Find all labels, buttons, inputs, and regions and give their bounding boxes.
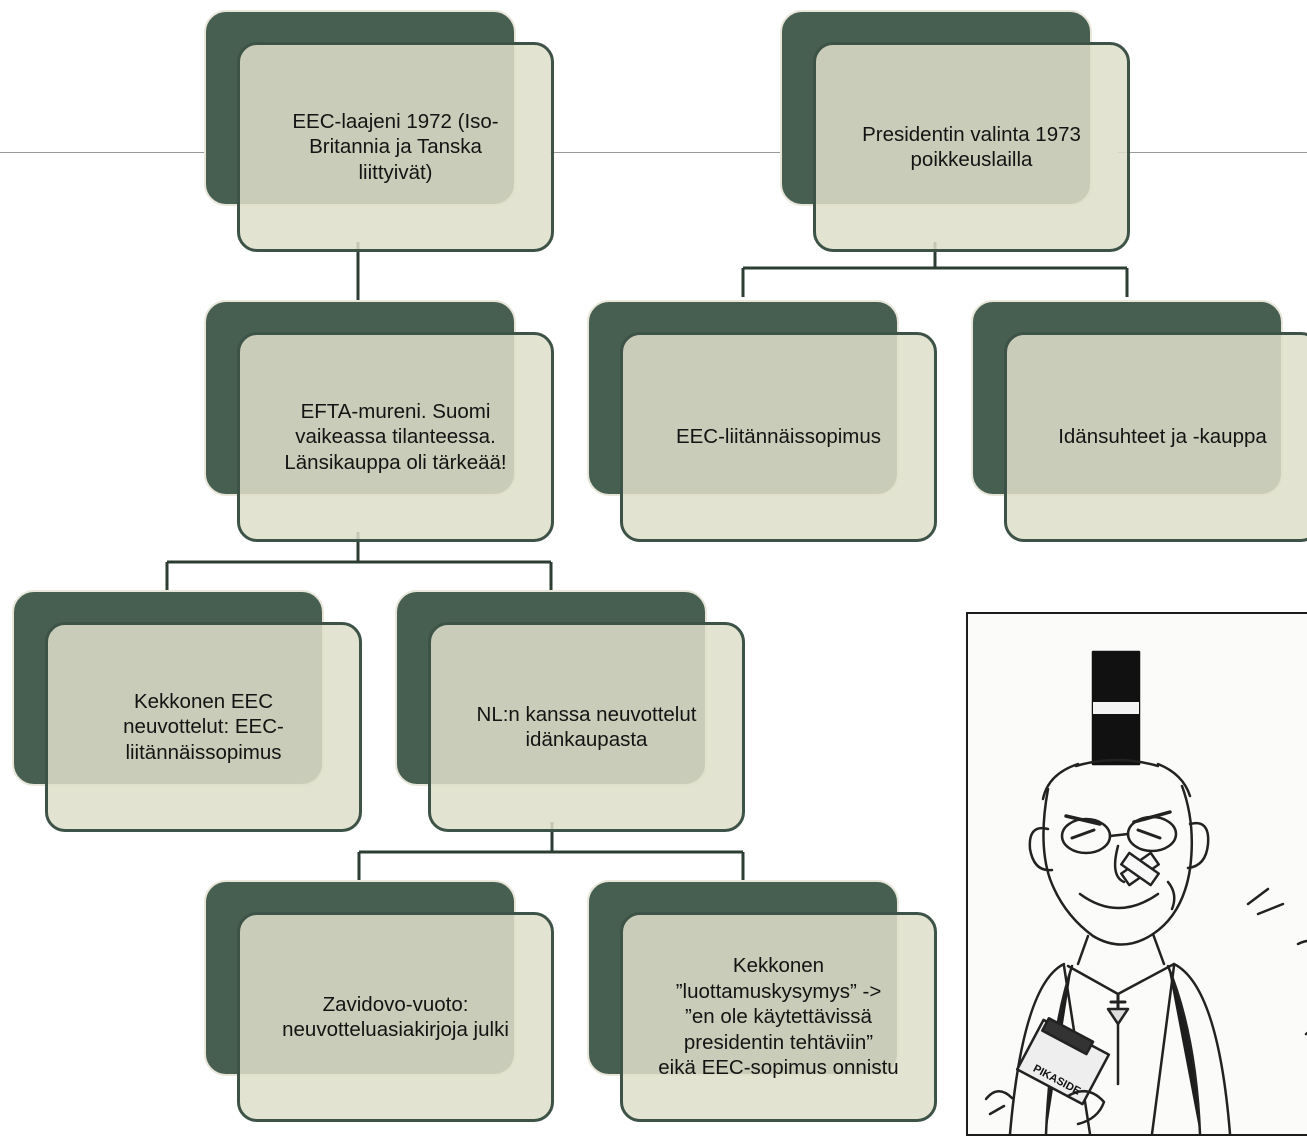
node-label: NL:n kanssa neuvottelut idänkaupasta [476,702,697,752]
node-front-panel: EFTA-mureni. Suomi vaikeassa tilanteessa… [237,332,554,542]
connector-lines [165,242,1129,880]
node-front-panel: Zavidovo-vuoto: neuvotteluasiakirjoja ju… [237,912,554,1122]
node-kekkonen-eec[interactable]: Kekkonen EEC neuvottelut: EEC- liitännäi… [12,590,362,832]
node-efta-broke[interactable]: EFTA-mureni. Suomi vaikeassa tilanteessa… [204,300,554,542]
node-nl-negotiations[interactable]: NL:n kanssa neuvottelut idänkaupasta [395,590,745,832]
node-president-election[interactable]: Presidentin valinta 1973 poikkeuslailla [780,10,1130,252]
connector-line [741,242,1129,297]
node-front-panel: Kekkonen EEC neuvottelut: EEC- liitännäi… [45,622,362,832]
node-label: EEC-laajeni 1972 (Iso- Britannia ja Tans… [292,109,499,184]
node-front-panel: NL:n kanssa neuvottelut idänkaupasta [428,622,745,832]
node-label: EFTA-mureni. Suomi vaikeassa tilanteessa… [284,399,507,474]
node-label: Presidentin valinta 1973 poikkeuslailla [862,122,1081,172]
node-eec-association[interactable]: EEC-liitännäissopimus [587,300,937,542]
node-label: Kekkonen EEC neuvottelut: EEC- liitännäi… [123,689,284,764]
cartoon-drawing: PIKASIDE [984,650,1307,1136]
node-front-panel: EEC-laajeni 1972 (Iso- Britannia ja Tans… [237,42,554,252]
node-label: Kekkonen ”luottamuskysymys” -> ”en ole k… [658,954,899,1080]
node-eec-expansion[interactable]: EEC-laajeni 1972 (Iso- Britannia ja Tans… [204,10,554,252]
cartoon-image: PIKASIDE [966,612,1307,1136]
node-east-relations[interactable]: Idänsuhteet ja -kauppa [971,300,1307,542]
node-zavidovo[interactable]: Zavidovo-vuoto: neuvotteluasiakirjoja ju… [204,880,554,1122]
title-separator-line [0,152,204,153]
node-front-panel: Presidentin valinta 1973 poikkeuslailla [813,42,1130,252]
node-label: EEC-liitännäissopimus [675,425,882,449]
connector-line [357,822,745,880]
title-separator-line [1118,152,1307,153]
node-label: Zavidovo-vuoto: neuvotteluasiakirjoja ju… [282,992,509,1042]
node-front-panel: EEC-liitännäissopimus [620,332,937,542]
node-front-panel: Idänsuhteet ja -kauppa [1004,332,1307,542]
node-label: Idänsuhteet ja -kauppa [1058,425,1267,449]
node-front-panel: Kekkonen ”luottamuskysymys” -> ”en ole k… [620,912,937,1122]
connector-line [165,532,553,590]
node-confidence-question[interactable]: Kekkonen ”luottamuskysymys” -> ”en ole k… [587,880,937,1122]
title-separator-line [550,152,780,153]
